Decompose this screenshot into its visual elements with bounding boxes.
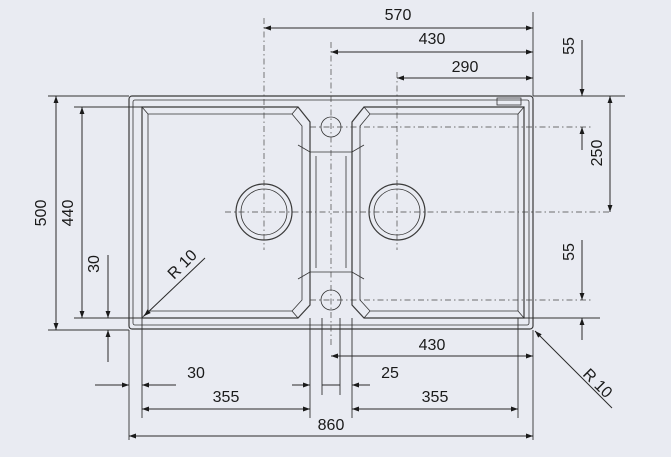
label-440: 440 [60,200,77,227]
label-55-bottom: 55 [561,243,578,261]
left-bowl [141,106,311,319]
label-250: 250 [589,140,606,167]
label-430-bottom: 430 [419,337,446,354]
label-30-gap: 30 [187,365,205,382]
label-430-top: 430 [419,31,446,48]
label-355-left: 355 [213,389,240,406]
label-25-gap: 25 [381,365,399,382]
extension-lines [48,12,625,440]
dimension-labels: 570 430 290 430 30 25 355 355 860 500 44… [33,7,615,434]
label-55-top: 55 [561,37,578,55]
center-lines [225,18,612,345]
label-30-left: 30 [86,255,103,273]
label-r10-right: R 10 [579,366,615,402]
radius-leaders [143,257,613,409]
overflow-slot [496,97,522,106]
label-355-right: 355 [422,389,449,406]
right-bowl [351,106,525,319]
label-570: 570 [385,7,412,24]
label-290: 290 [452,59,479,76]
label-860: 860 [318,417,345,434]
vertical-dimensions [53,40,613,362]
label-r10-left: R 10 [165,247,201,283]
horizontal-dimensions [95,25,533,439]
label-500: 500 [33,200,50,227]
